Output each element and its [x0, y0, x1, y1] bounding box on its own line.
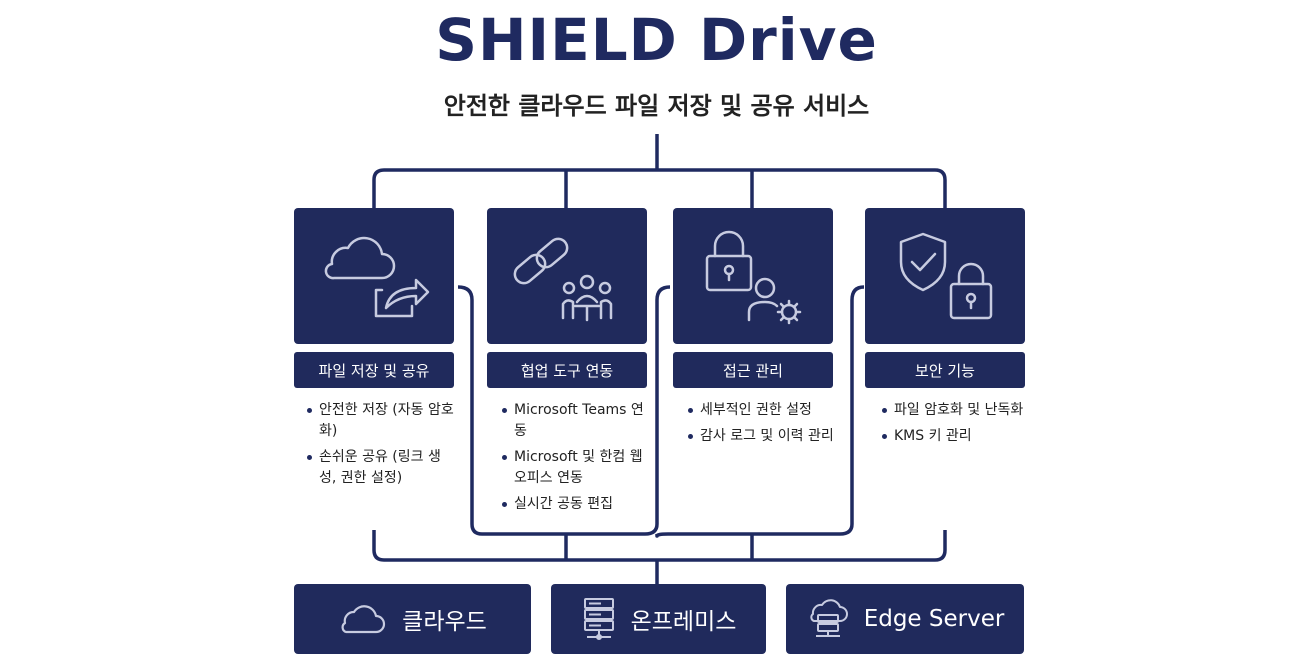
list-item: Microsoft Teams 연동: [500, 400, 650, 442]
deployment-label: 클라우드: [402, 609, 487, 635]
shield-check-icon: [899, 232, 947, 292]
feature-icon-box-collab: [487, 208, 647, 344]
feature-label-access: 접근 관리: [673, 352, 833, 388]
user-gear-icon: [747, 277, 802, 325]
page-title: SHIELD Drive: [435, 6, 878, 74]
link-chain-icon: [513, 237, 569, 285]
feature-list-access: 세부적인 권한 설정 감사 로그 및 이력 관리: [686, 400, 836, 452]
deployment-cloud: 클라우드: [294, 584, 531, 654]
deployment-onpremise: 온프레미스: [551, 584, 766, 654]
list-item: 실시간 공동 편집: [500, 494, 650, 515]
feature-label-storage: 파일 저장 및 공유: [294, 352, 454, 388]
feature-list-storage: 안전한 저장 (자동 암호화) 손쉬운 공유 (링크 생성, 권한 설정): [305, 400, 455, 494]
cloud-icon: [324, 236, 396, 280]
feature-list-security: 파일 암호화 및 난독화 KMS 키 관리: [880, 400, 1030, 452]
list-item: KMS 키 관리: [880, 426, 1030, 447]
deployment-label: 온프레미스: [630, 609, 737, 635]
meeting-people-icon: [561, 274, 613, 322]
padlock-icon: [705, 230, 753, 292]
cloud-icon: [341, 605, 386, 634]
list-item: Microsoft 및 한컴 웹 오피스 연동: [500, 447, 650, 489]
server-rack-icon: [583, 598, 614, 640]
edge-server-icon: [810, 599, 848, 637]
list-item: 안전한 저장 (자동 암호화): [305, 400, 455, 442]
share-arrow-icon: [374, 278, 430, 318]
list-item: 감사 로그 및 이력 관리: [686, 426, 836, 447]
feature-label-security: 보안 기능: [865, 352, 1025, 388]
feature-icon-box-access: [673, 208, 833, 344]
padlock-icon: [949, 262, 993, 320]
list-item: 세부적인 권한 설정: [686, 400, 836, 421]
deployment-label: Edge Server: [863, 606, 1005, 632]
page-subtitle: 안전한 클라우드 파일 저장 및 공유 서비스: [443, 92, 870, 120]
feature-icon-box-security: [865, 208, 1025, 344]
deployment-edge: Edge Server: [786, 584, 1024, 654]
list-item: 파일 암호화 및 난독화: [880, 400, 1030, 421]
feature-icon-box-storage: [294, 208, 454, 344]
feature-list-collab: Microsoft Teams 연동 Microsoft 및 한컴 웹 오피스 …: [500, 400, 650, 520]
list-item: 손쉬운 공유 (링크 생성, 권한 설정): [305, 447, 455, 489]
feature-label-collab: 협업 도구 연동: [487, 352, 647, 388]
